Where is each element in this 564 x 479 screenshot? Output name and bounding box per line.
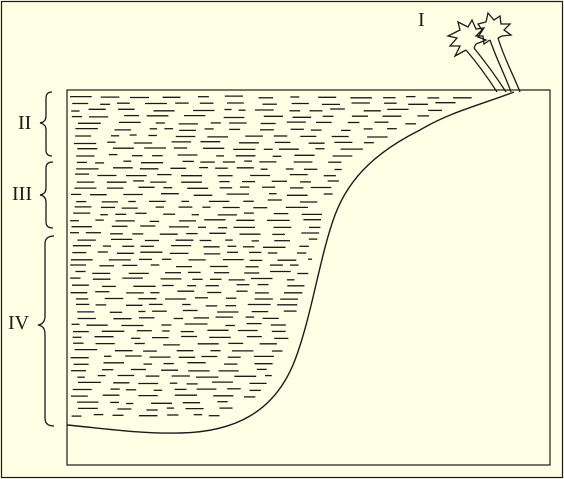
water-hatching bbox=[70, 95, 472, 417]
basin-box bbox=[66, 89, 551, 466]
label-zone-middle: III bbox=[12, 183, 32, 205]
tree-pair-icon bbox=[446, 11, 521, 93]
shore-profile-line bbox=[66, 91, 515, 434]
brace-zone-iv bbox=[37, 235, 55, 427]
brace-zone-ii bbox=[39, 91, 53, 157]
label-zone-upper: II bbox=[18, 112, 32, 134]
brace-zone-iii bbox=[39, 161, 54, 229]
label-trees: I bbox=[418, 9, 425, 31]
label-zone-lower: IV bbox=[8, 312, 30, 334]
